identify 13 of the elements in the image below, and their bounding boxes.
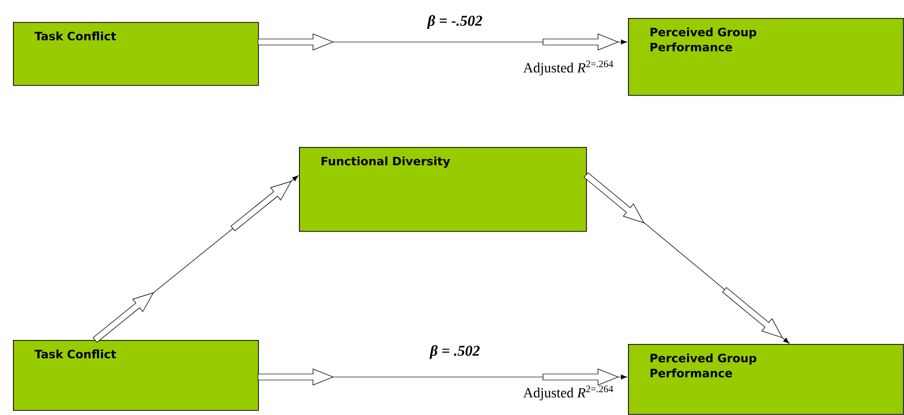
arrow — [258, 368, 628, 386]
process-box: Perceived Group Performance — [628, 344, 904, 415]
arrow — [258, 34, 628, 50]
process-box: Functional Diversity — [299, 147, 587, 232]
edge-label: β = .502 — [430, 345, 480, 359]
process-box: Task Conflict — [13, 22, 259, 86]
process-box: Task Conflict — [13, 340, 259, 411]
process-box: Perceived Group Performance — [628, 18, 904, 96]
edge-label: β = -.502 — [427, 15, 482, 29]
fit-statistic: Adjusted R$^{2=.264}$ — [523, 386, 614, 400]
arrow — [92, 175, 298, 343]
arrow — [584, 172, 790, 344]
fit-statistic: Adjusted R$^{2=.264}$ — [523, 60, 614, 76]
